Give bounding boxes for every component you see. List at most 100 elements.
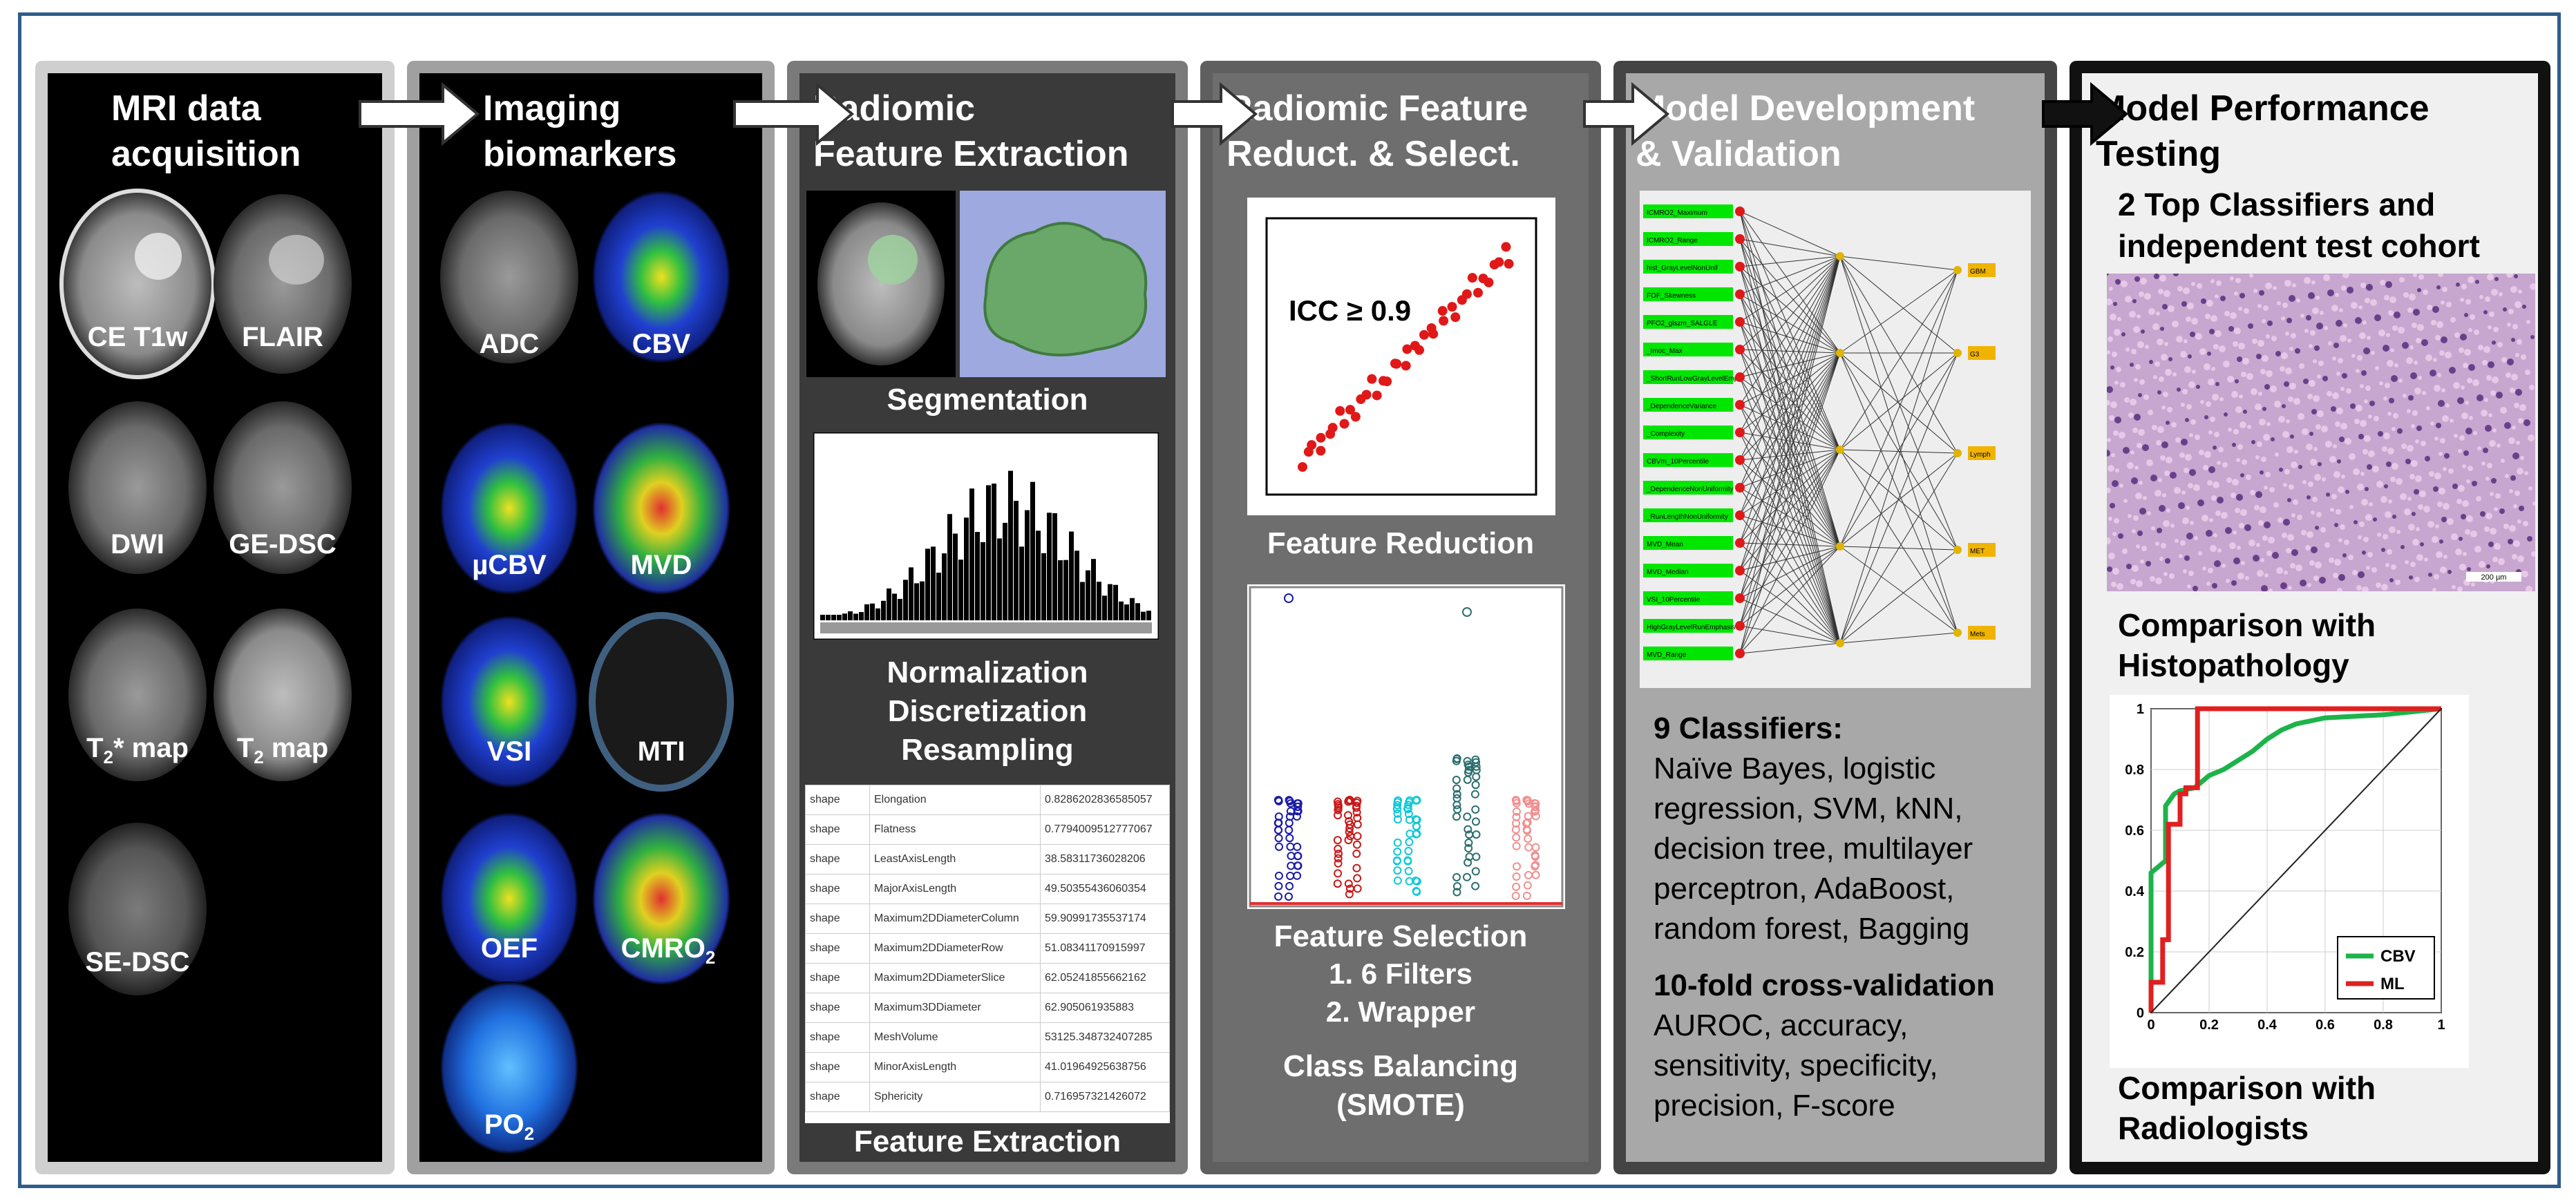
nn-input-label: PFO2_glszm_SALGLE [1647, 320, 1718, 327]
histo-cell [2264, 486, 2268, 490]
selection-point [1405, 830, 1414, 839]
selection-point [1452, 775, 1461, 784]
histo-cell [2213, 344, 2219, 350]
histo-cell [2363, 347, 2370, 354]
histo-cell [2488, 413, 2492, 417]
histogram-bar [925, 548, 930, 620]
icc-point [1419, 329, 1430, 340]
histo-cell [2313, 575, 2319, 581]
histo-cell [2344, 539, 2349, 545]
table-cell: Maximum3DDiameter [869, 993, 1041, 1023]
histo-cell [2110, 314, 2116, 321]
histo-cell [2327, 289, 2334, 296]
histo-cell [2485, 477, 2490, 481]
icc-point [1473, 287, 1484, 298]
label-t2-map: T2 map [236, 733, 329, 767]
histo-cell [2350, 403, 2356, 409]
histo-cell [2361, 370, 2367, 376]
histo-cell [2311, 409, 2317, 414]
histogram-bar [903, 580, 908, 620]
histo-cell [2341, 285, 2347, 291]
histo-cell [2339, 437, 2345, 442]
histo-cell [2515, 490, 2520, 496]
histo-cell [2164, 470, 2170, 476]
histo-cell [2438, 274, 2443, 277]
histo-cell [2465, 299, 2471, 305]
histo-cell [2512, 426, 2516, 430]
histo-cell [2126, 564, 2132, 569]
histo-cell [2251, 440, 2255, 444]
roc-x-tick: 0.4 [2257, 1017, 2277, 1033]
histo-cell [2119, 484, 2123, 488]
histo-cell [2438, 452, 2443, 456]
table-cell: 53125.348732407285 [1039, 1022, 1171, 1053]
histo-cell [2107, 350, 2110, 354]
histo-cell [2436, 423, 2441, 428]
histo-cell [2486, 564, 2490, 568]
histo-cell [2239, 421, 2246, 428]
histo-cell [2194, 536, 2198, 540]
nn-input-label: ICMRO2_Range [1647, 237, 1698, 245]
histo-cell [2469, 416, 2473, 420]
histo-cell [2201, 515, 2208, 522]
histo-cell [2387, 412, 2392, 416]
histo-cell [2139, 379, 2145, 385]
selection-point [1511, 892, 1520, 901]
icc-point [1325, 429, 1336, 439]
histo-cell [2202, 566, 2206, 571]
histo-cell [2517, 519, 2521, 524]
histo-cell [2386, 461, 2392, 467]
histo-cell [2342, 553, 2347, 557]
selection-point [1472, 852, 1481, 861]
histo-cell [2333, 343, 2339, 348]
histo-cell [2483, 346, 2490, 353]
nn-input-box [1643, 398, 1733, 412]
brain-flair [214, 194, 352, 374]
roc-x-tick: 0 [2147, 1017, 2154, 1033]
histo-cell [2402, 342, 2409, 349]
histo-cell [2296, 298, 2300, 303]
histo-cell [2237, 444, 2243, 450]
histo-cell [2336, 320, 2342, 327]
histo-cell [2150, 576, 2155, 582]
nn-input-box [1643, 260, 1733, 274]
nn-input-box [1643, 232, 1733, 246]
histo-cell [2405, 459, 2411, 464]
histo-cell [2237, 356, 2242, 362]
histo-cell [2455, 548, 2462, 555]
histo-cell [2109, 415, 2114, 421]
histogram-bar [1058, 560, 1063, 620]
histo-cell [2392, 515, 2396, 519]
histo-cell [2345, 438, 2351, 445]
histo-cell [2183, 569, 2187, 573]
histo-cell [2246, 373, 2253, 380]
histo-cell [2461, 284, 2467, 289]
selection-point [1352, 840, 1361, 849]
selection-point [1464, 765, 1473, 774]
histo-cell [2458, 485, 2465, 492]
histo-cell [2309, 560, 2315, 566]
histo-cell [2374, 314, 2381, 321]
histo-cell [2483, 448, 2488, 453]
histo-cell [2459, 347, 2464, 353]
histo-cell [2309, 380, 2315, 387]
selection-point [1512, 872, 1521, 881]
histo-cell [2275, 452, 2279, 457]
label-oef: OEF [480, 933, 538, 964]
histo-cell [2210, 279, 2215, 283]
histo-cell [2180, 351, 2187, 358]
histo-cell [2396, 530, 2400, 534]
histo-cell [2389, 296, 2396, 303]
label-adc: ADC [479, 329, 540, 359]
icc-plot-box: ICC ≥ 0.9 [1247, 198, 1555, 515]
histo-cell [2336, 408, 2343, 414]
histo-cell [2266, 370, 2273, 377]
classifier-text: 9 Classifiers: Naïve Bayes, logistic reg… [1654, 709, 2045, 1126]
histo-cell [2136, 544, 2140, 548]
histo-cell [2255, 455, 2260, 459]
selection-point [1344, 836, 1353, 845]
histo-cell [2358, 535, 2362, 539]
histo-cell [2235, 508, 2240, 513]
histo-cell [2234, 327, 2241, 334]
